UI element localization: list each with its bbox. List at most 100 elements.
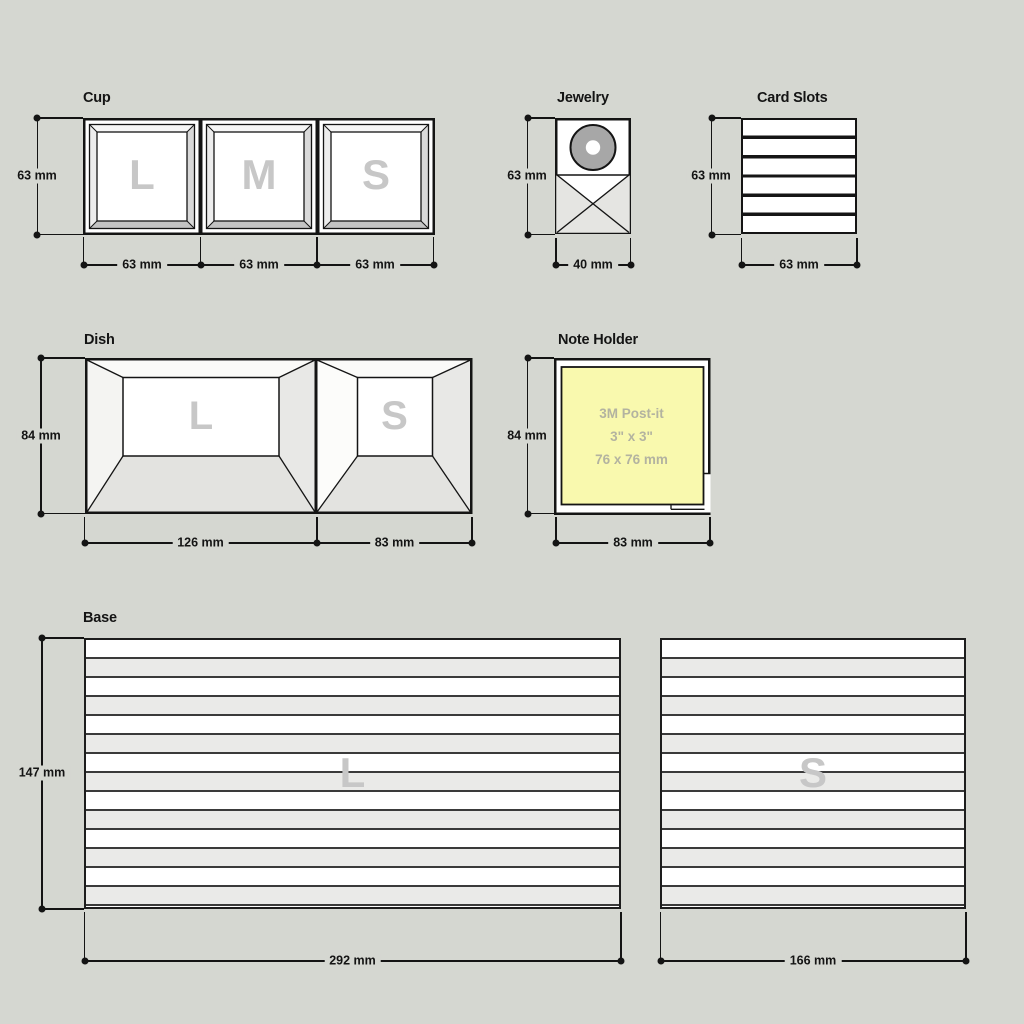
dim-dot — [38, 634, 46, 642]
dim-dot — [552, 539, 560, 547]
extension-line — [471, 516, 473, 543]
card-slots-width-label: 63 mm — [774, 257, 824, 273]
dim-dot — [627, 261, 634, 269]
dim-dot — [37, 354, 45, 362]
dish-width-label-l: 126 mm — [172, 535, 229, 551]
postit-label: 3M Post-it 3" x 3" 76 x 76 mm — [595, 402, 668, 472]
dim-dot — [617, 957, 625, 965]
dim-line — [84, 542, 472, 544]
extension-line — [711, 233, 741, 236]
base-letter-l: L — [339, 748, 366, 796]
cup-l-drawing — [83, 117, 201, 235]
dim-dot — [962, 957, 970, 965]
dim-dot — [524, 231, 531, 238]
dim-dot — [81, 539, 88, 547]
base-height-label: 147 mm — [13, 765, 71, 781]
extension-line — [41, 908, 84, 910]
extension-line — [711, 117, 741, 119]
cup-height-label: 63 mm — [12, 168, 62, 184]
extension-line — [620, 912, 622, 961]
note-holder-drawing — [554, 357, 711, 515]
dim-dot — [708, 231, 715, 238]
extension-line — [527, 233, 555, 236]
dish-letter-l: L — [188, 393, 214, 438]
dim-dot — [313, 261, 321, 269]
base-width-label-s: 166 mm — [784, 953, 842, 969]
card-slots-title: Card Slots — [757, 90, 828, 106]
card-slots-height-label: 63 mm — [686, 168, 736, 184]
dish-width-label-s: 83 mm — [369, 535, 420, 551]
dim-dot — [524, 114, 531, 122]
dim-dot — [33, 114, 41, 122]
base-l-drawing — [84, 638, 621, 909]
postit-line-1: 3M Post-it — [599, 406, 664, 422]
cup-width-label-3: 63 mm — [350, 257, 400, 273]
extension-line — [527, 117, 555, 119]
jewelry-height-label: 63 mm — [502, 168, 552, 184]
extension-line — [40, 512, 85, 515]
extension-line — [37, 117, 83, 119]
dim-dot — [706, 539, 714, 547]
dish-l-drawing — [85, 357, 317, 514]
dim-dot — [738, 261, 745, 269]
dim-dot — [81, 957, 88, 965]
dish-title: Dish — [84, 332, 115, 348]
postit-line-2: 3" x 3" — [610, 429, 653, 445]
extension-line — [40, 357, 85, 359]
extension-line — [432, 237, 435, 265]
cup-m-drawing — [200, 117, 318, 235]
extension-line — [527, 512, 554, 515]
dim-dot — [38, 905, 46, 913]
extension-line — [555, 517, 557, 543]
postit-line-3: 76 x 76 mm — [595, 452, 668, 468]
extension-line — [965, 912, 967, 961]
dim-dot — [468, 539, 476, 547]
cup-s-drawing — [317, 117, 435, 235]
cup-width-label-2: 63 mm — [234, 257, 284, 273]
extension-line — [83, 912, 86, 961]
extension-line — [629, 238, 632, 265]
dish-s-drawing — [314, 357, 472, 514]
cup-letter-l: L — [129, 151, 155, 199]
dim-dot — [313, 539, 321, 547]
extension-line — [555, 238, 557, 265]
extension-line — [199, 237, 202, 265]
postit-note — [560, 365, 705, 505]
cup-letter-s: S — [361, 151, 391, 199]
extension-line — [82, 237, 85, 265]
note-holder-title: Note Holder — [558, 332, 638, 348]
dim-dot — [197, 261, 204, 269]
dim-dot — [853, 261, 861, 269]
extension-line — [709, 517, 711, 543]
extension-line — [740, 238, 743, 265]
jewelry-width-label: 40 mm — [568, 257, 618, 273]
extension-line — [856, 238, 858, 265]
dim-dot — [524, 354, 531, 362]
dim-dot — [708, 114, 715, 122]
note-holder-height-label: 84 mm — [502, 428, 552, 444]
base-title: Base — [83, 610, 117, 626]
dim-dot — [552, 261, 560, 269]
cup-title: Cup — [83, 90, 111, 106]
cup-width-label-1: 63 mm — [117, 257, 167, 273]
extension-line — [37, 233, 83, 236]
cup-letter-m: M — [241, 151, 277, 199]
